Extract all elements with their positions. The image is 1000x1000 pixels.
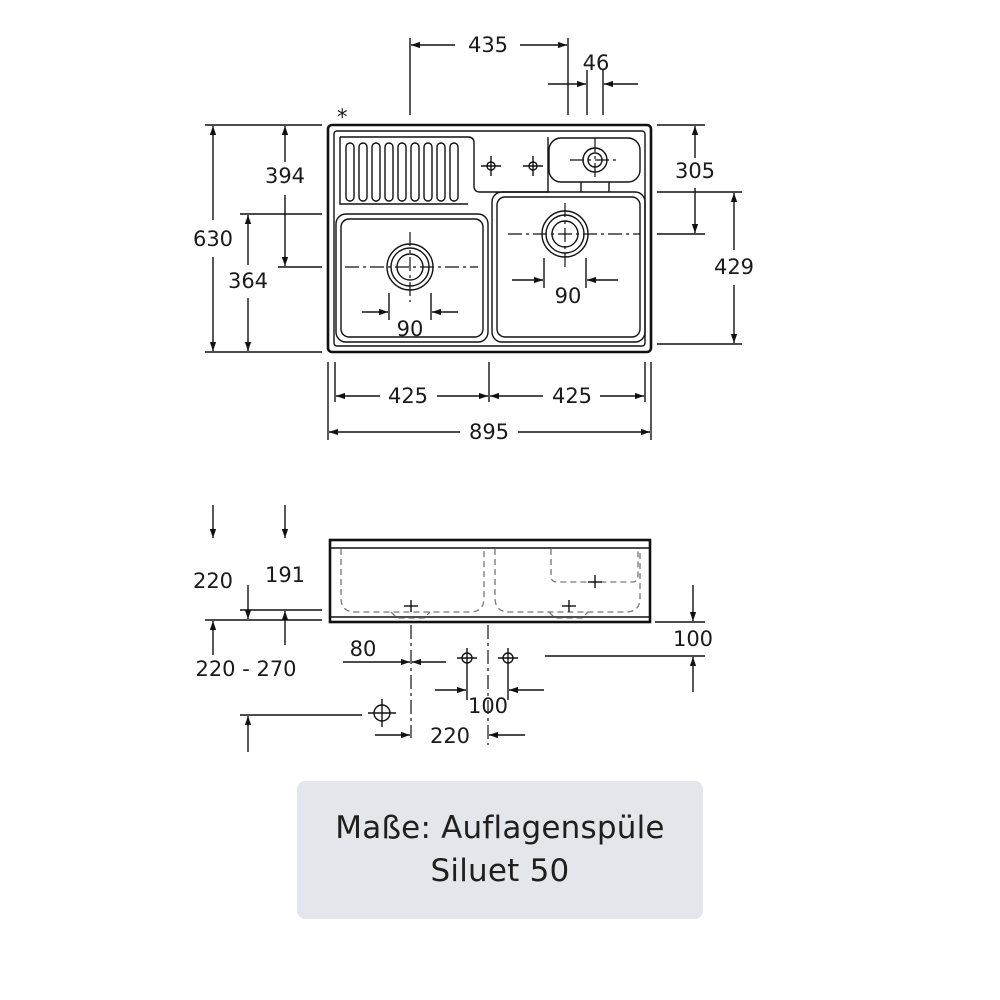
dim-364: 364 — [228, 269, 268, 293]
caption-model: Siluet 50 — [430, 853, 570, 889]
dim-46: 46 — [583, 51, 610, 75]
left-bowl — [335, 213, 489, 343]
caption-box: Maße: Auflagenspüle Siluet 50 — [297, 781, 703, 919]
right-bowl — [491, 191, 646, 343]
top-view: * 435 46 630 394 364 305 — [193, 33, 754, 444]
dim-425-right: 425 — [552, 384, 592, 408]
side-view: 220 191 220 - 270 — [193, 505, 713, 752]
dim-394: 394 — [265, 164, 305, 188]
dim-90-right: 90 — [555, 284, 582, 308]
dim-630: 630 — [193, 227, 233, 251]
tap-hole-icon — [523, 156, 543, 176]
tap-hole-icon — [498, 648, 518, 668]
sink-front-elevation — [328, 538, 652, 624]
dim-435: 435 — [468, 33, 508, 57]
tap-hole-icon — [457, 648, 477, 668]
waste-outlet-icon — [368, 699, 396, 727]
dim-895: 895 — [469, 420, 509, 444]
dim-80: 80 — [350, 637, 377, 661]
dim-191: 191 — [265, 563, 305, 587]
technical-drawing: * 435 46 630 394 364 305 — [193, 33, 754, 752]
dim-429: 429 — [714, 255, 754, 279]
dim-100-right: 100 — [673, 627, 713, 651]
dim-220-270: 220 - 270 — [195, 657, 296, 681]
dim-305: 305 — [675, 159, 715, 183]
asterisk-marker: * — [337, 105, 348, 129]
caption-title: Maße: Auflagenspüle — [335, 810, 665, 846]
small-bowl — [548, 137, 641, 192]
dim-220-offset: 220 — [430, 724, 470, 748]
dim-100-tap: 100 — [468, 694, 508, 718]
dim-220-height: 220 — [193, 569, 233, 593]
tap-hole-icon — [481, 156, 501, 176]
dim-425-left: 425 — [388, 384, 428, 408]
dim-90-left: 90 — [397, 317, 424, 341]
drainboard — [339, 136, 549, 205]
